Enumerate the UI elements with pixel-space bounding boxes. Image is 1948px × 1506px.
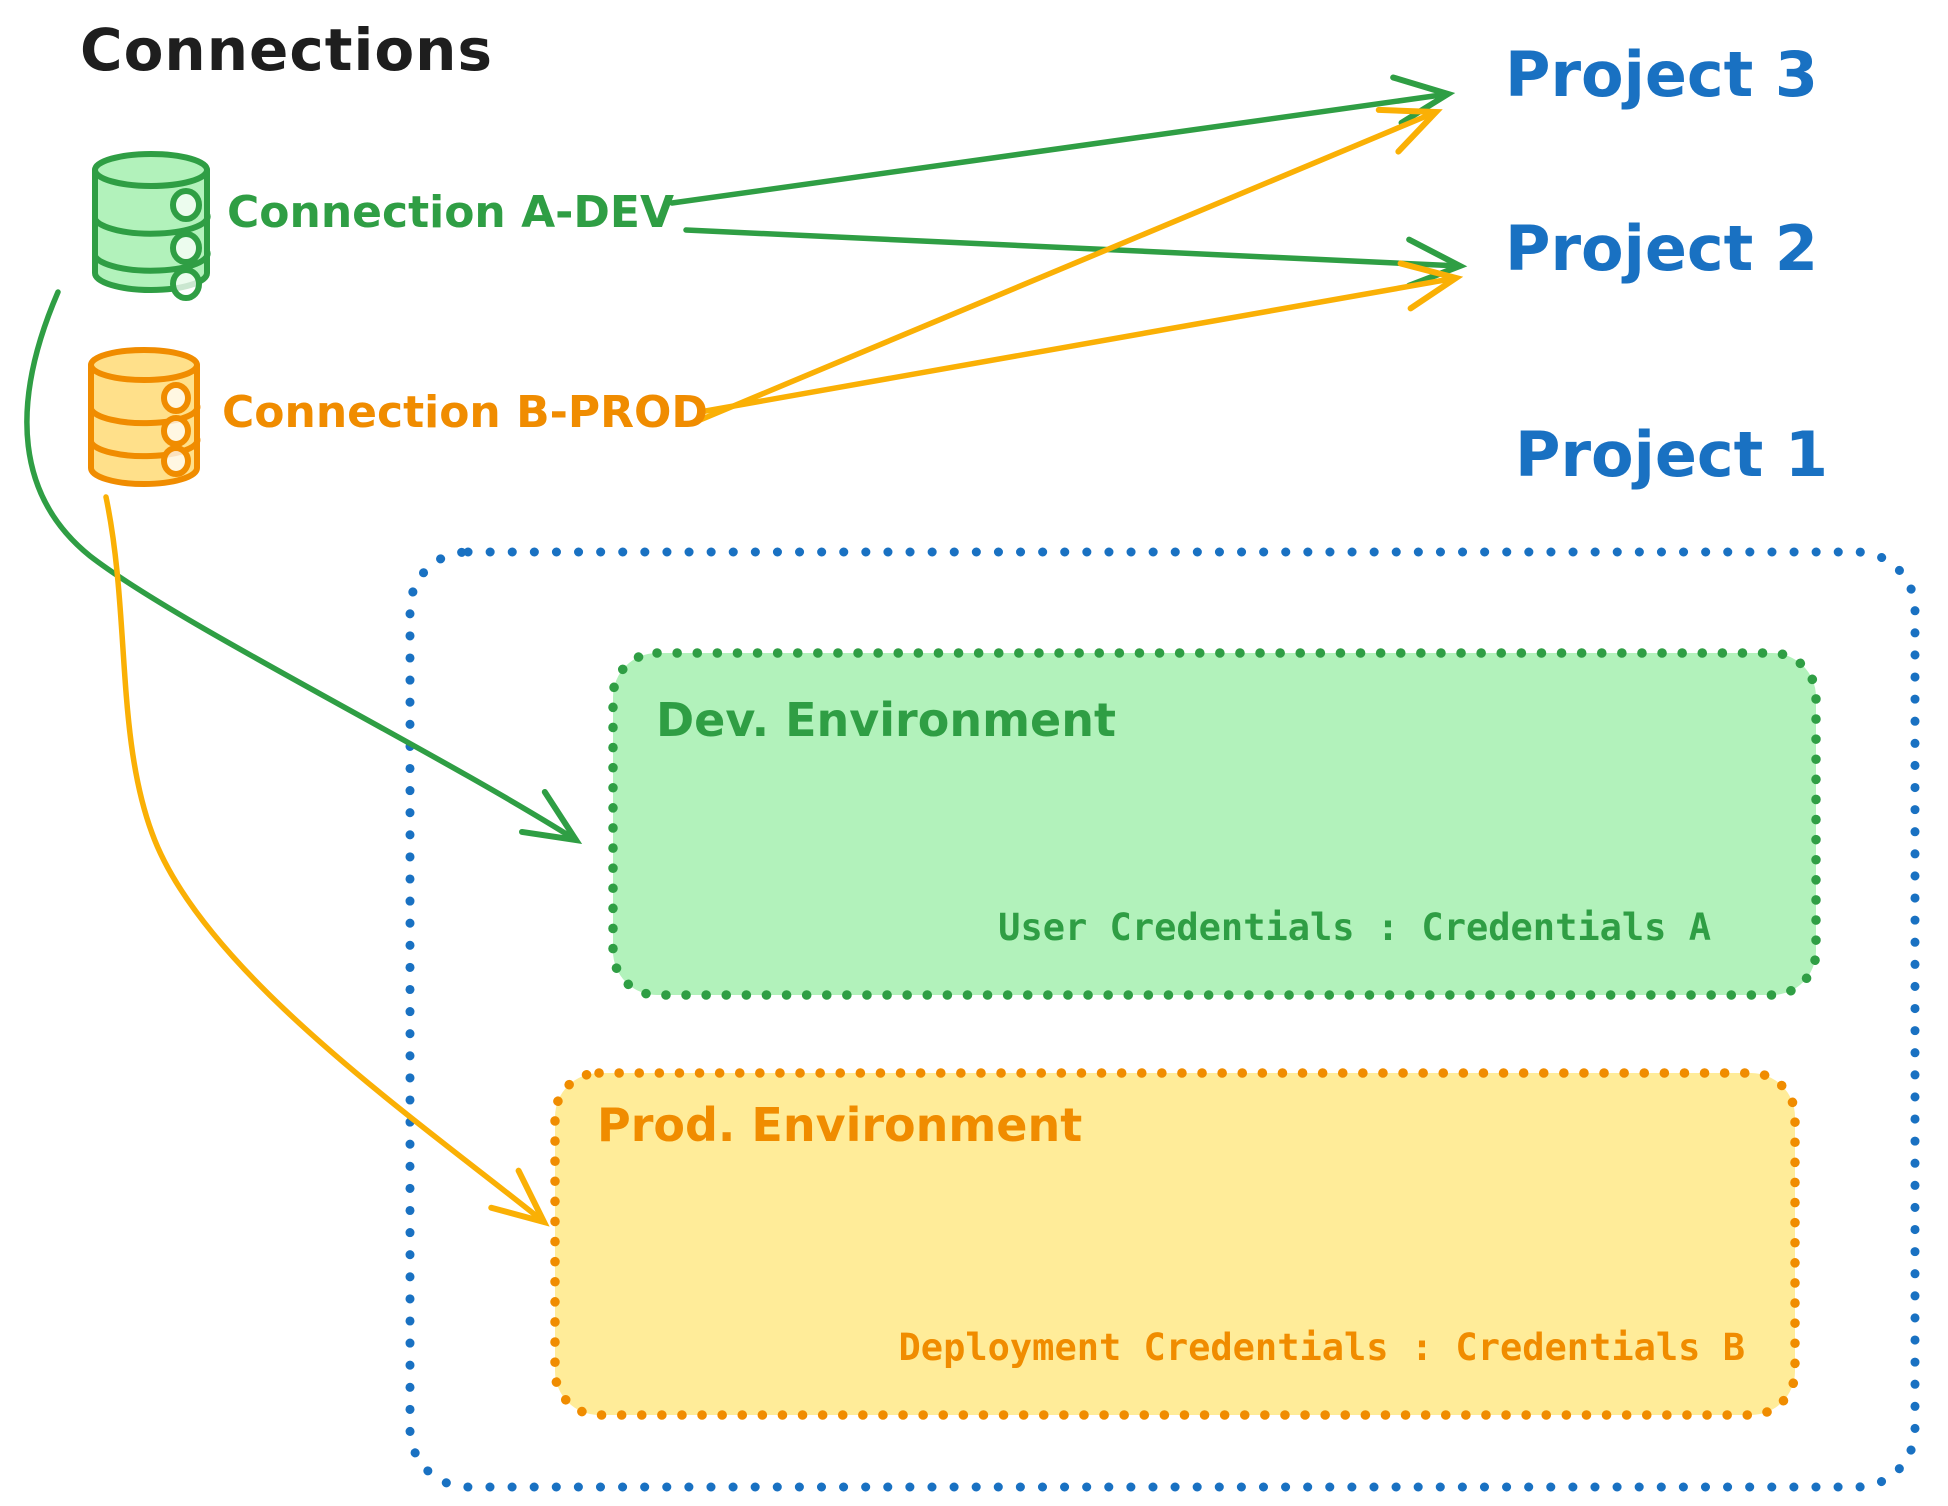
- prod-environment-title: Prod. Environment: [597, 1098, 1083, 1152]
- dev-environment-box: [608, 648, 1821, 1000]
- project-1-label: Project 1: [1515, 418, 1829, 491]
- dev-environment-credentials: User Credentials : Credentials A: [998, 906, 1711, 949]
- dev-environment-title: Dev. Environment: [656, 693, 1116, 747]
- connection-a-dev-label: Connection A-DEV: [227, 187, 675, 238]
- arrow-b-prod-to-prod-environment: [103, 494, 550, 1227]
- database-icon-green: [92, 151, 211, 301]
- connection-b-prod-label: Connection B-PROD: [222, 387, 708, 438]
- arrow-b-prod-to-project-2: [697, 260, 1464, 415]
- arrow-a-dev-to-project-2: [683, 227, 1468, 289]
- diagram-title: Connections: [80, 16, 493, 84]
- arrow-b-prod-to-project-3: [697, 106, 1443, 423]
- prod-environment-credentials: Deployment Credentials : Credentials B: [898, 1326, 1745, 1369]
- database-icon-orange: [88, 347, 201, 487]
- prod-environment-box: [550, 1068, 1800, 1420]
- arrow-a-dev-to-project-3: [669, 74, 1456, 206]
- project-2-label: Project 2: [1505, 212, 1819, 285]
- project-3-label: Project 3: [1505, 38, 1819, 111]
